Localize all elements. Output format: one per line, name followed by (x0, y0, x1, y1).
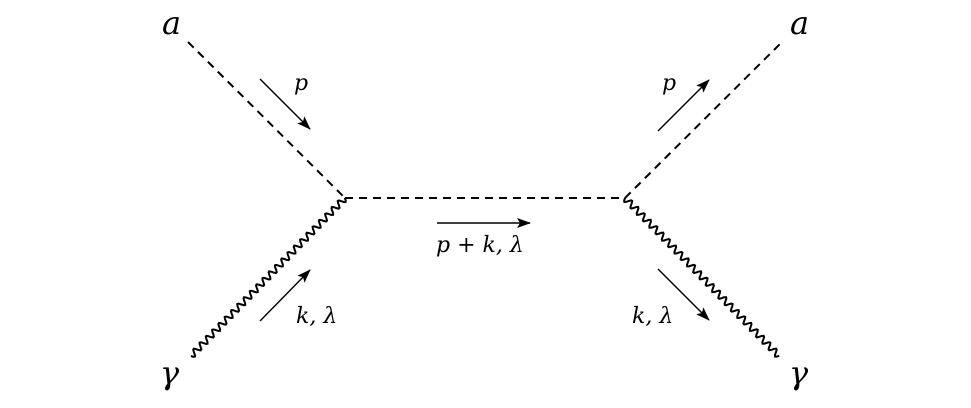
top-left-particle-label: a (162, 4, 181, 42)
top-right-particle-label: a (790, 4, 809, 42)
outgoing-photon-line (623, 197, 780, 358)
outgoing-photon-momentum-label: k, λ (632, 304, 673, 329)
incoming-axion-line (187, 41, 346, 199)
outgoing-axion-momentum-arrow (657, 79, 710, 132)
propagator-momentum-label: p + k, λ (436, 233, 524, 258)
outgoing-axion-line (624, 41, 783, 199)
bottom-left-particle-label: γ (160, 354, 180, 392)
incoming-axion-momentum-arrow (259, 78, 311, 130)
incoming-photon-line (190, 197, 347, 358)
incoming-photon-momentum-arrow (259, 269, 311, 322)
incoming-axion-momentum-label: p (294, 71, 308, 96)
incoming-photon-momentum-label: k, λ (296, 304, 337, 329)
outgoing-photon-momentum-arrow (657, 268, 710, 321)
outgoing-axion-momentum-label: p (662, 71, 676, 96)
bottom-right-particle-label: γ (789, 354, 809, 392)
